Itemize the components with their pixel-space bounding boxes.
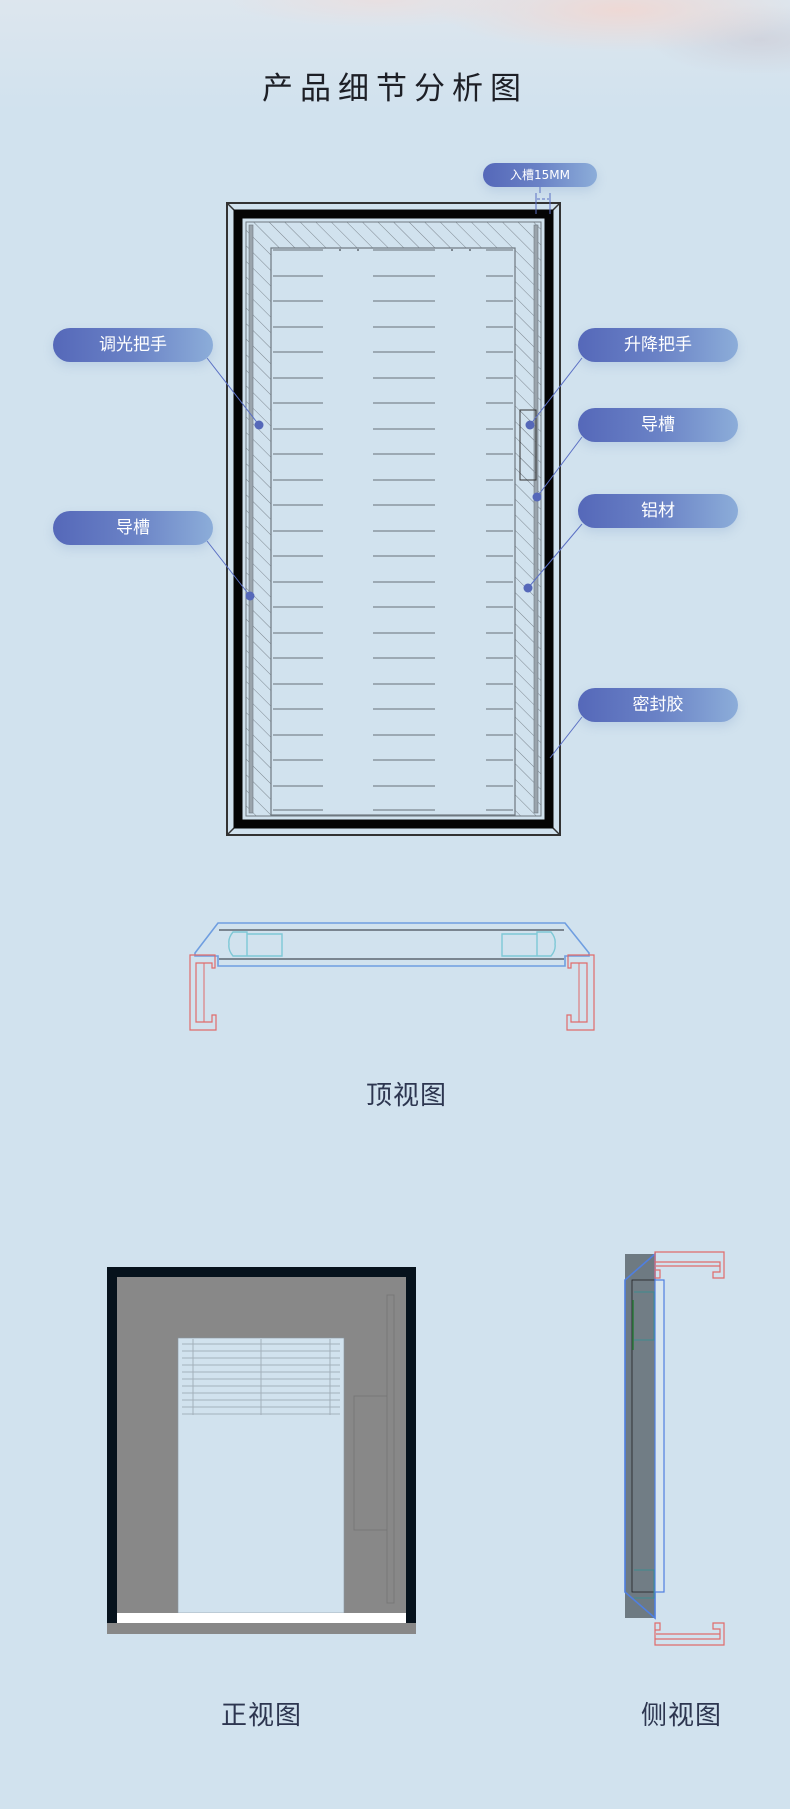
top-view-label: 顶视图: [366, 1081, 448, 1111]
page-title: 产品细节分析图: [262, 70, 528, 107]
callout-lift-handle: 升降把手: [578, 328, 738, 362]
front-view-label: 正视图: [221, 1701, 303, 1731]
top-view-diagram: [189, 922, 595, 1031]
front-view-diagram: [107, 1267, 416, 1634]
depth-label-badge: 入槽15MM: [483, 163, 597, 187]
side-view-diagram: [624, 1251, 725, 1646]
callout-dimming-handle: 调光把手: [53, 328, 213, 362]
callout-guide-slot-left: 导槽: [53, 511, 213, 545]
callout-sealant: 密封胶: [578, 688, 738, 722]
callout-aluminum: 铝材: [578, 494, 738, 528]
callout-guide-slot-right: 导槽: [578, 408, 738, 442]
main-window-diagram: [206, 186, 583, 836]
side-view-label: 侧视图: [641, 1701, 723, 1731]
header-texture: [0, 0, 790, 110]
